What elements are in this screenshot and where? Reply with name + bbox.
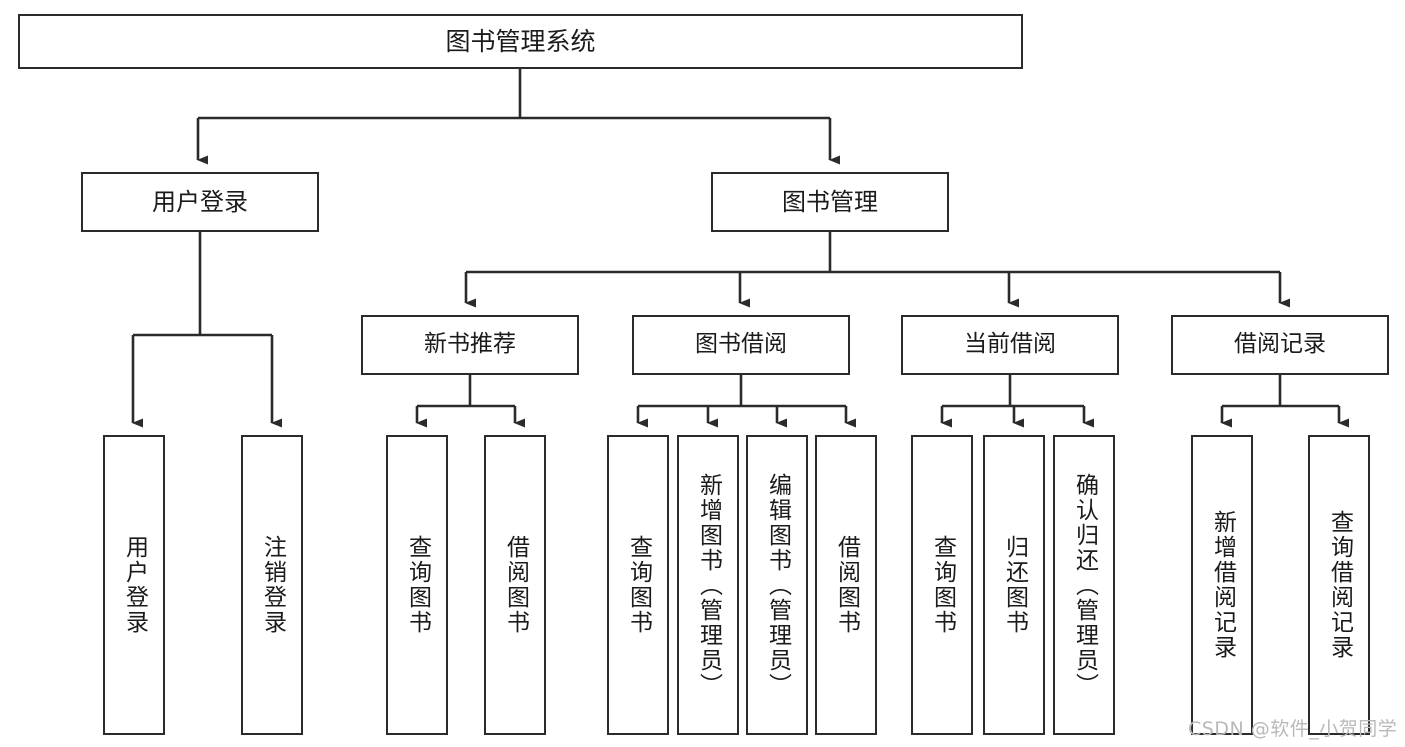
node-leaf-edit-book-admin[interactable]: 编辑图书（管理员） [746, 435, 808, 735]
node-leaf-add-book-admin[interactable]: 新增图书（管理员） [677, 435, 739, 735]
node-level3-new-book-recommend[interactable]: 新书推荐 [361, 315, 579, 375]
node-leaf-query-book-current[interactable]: 查询图书 [911, 435, 973, 735]
node-leaf-logout[interactable]: 注销登录 [241, 435, 303, 735]
node-leaf-label: 查询图书 [404, 535, 431, 635]
watermark-text: CSDN @软件_小贺同学 [1188, 718, 1398, 740]
node-root[interactable]: 图书管理系统 [18, 14, 1023, 69]
node-leaf-borrow-book-recommend[interactable]: 借阅图书 [484, 435, 546, 735]
node-leaf-return-book[interactable]: 归还图书 [983, 435, 1045, 735]
node-level2-book-management[interactable]: 图书管理 [711, 172, 949, 232]
node-level2-user-login-label: 用户登录 [152, 187, 248, 216]
node-level3-book-borrow-label: 图书借阅 [695, 331, 787, 358]
node-level3-current-borrow[interactable]: 当前借阅 [901, 315, 1119, 375]
node-leaf-query-book-borrow[interactable]: 查询图书 [607, 435, 669, 735]
node-leaf-query-book-recommend[interactable]: 查询图书 [386, 435, 448, 735]
node-root-label: 图书管理系统 [445, 26, 596, 56]
node-level2-user-login[interactable]: 用户登录 [81, 172, 319, 232]
node-leaf-label: 查询图书 [929, 535, 956, 635]
node-leaf-borrow-book[interactable]: 借阅图书 [815, 435, 877, 735]
node-leaf-add-borrow-record[interactable]: 新增借阅记录 [1191, 435, 1253, 735]
node-leaf-label: 确认归还（管理员） [1071, 472, 1098, 698]
node-leaf-user-login[interactable]: 用户登录 [103, 435, 165, 735]
node-level3-current-borrow-label: 当前借阅 [964, 331, 1056, 358]
node-leaf-label: 查询图书 [625, 535, 652, 635]
node-leaf-label: 用户登录 [121, 535, 148, 635]
node-leaf-label: 新增借阅记录 [1209, 510, 1236, 660]
node-leaf-label: 查询借阅记录 [1326, 510, 1353, 660]
node-leaf-label: 编辑图书（管理员） [764, 472, 791, 698]
node-leaf-label: 归还图书 [1001, 535, 1028, 635]
node-leaf-label: 新增图书（管理员） [695, 472, 722, 698]
node-leaf-confirm-return-admin[interactable]: 确认归还（管理员） [1053, 435, 1115, 735]
node-leaf-label: 借阅图书 [502, 535, 529, 635]
node-leaf-query-borrow-record[interactable]: 查询借阅记录 [1308, 435, 1370, 735]
node-level2-book-management-label: 图书管理 [782, 187, 878, 216]
node-level3-book-borrow[interactable]: 图书借阅 [632, 315, 850, 375]
node-leaf-label: 注销登录 [259, 535, 286, 635]
node-level3-borrow-record[interactable]: 借阅记录 [1171, 315, 1389, 375]
node-level3-borrow-record-label: 借阅记录 [1234, 331, 1326, 358]
node-leaf-label: 借阅图书 [833, 535, 860, 635]
node-level3-new-book-recommend-label: 新书推荐 [424, 331, 516, 358]
